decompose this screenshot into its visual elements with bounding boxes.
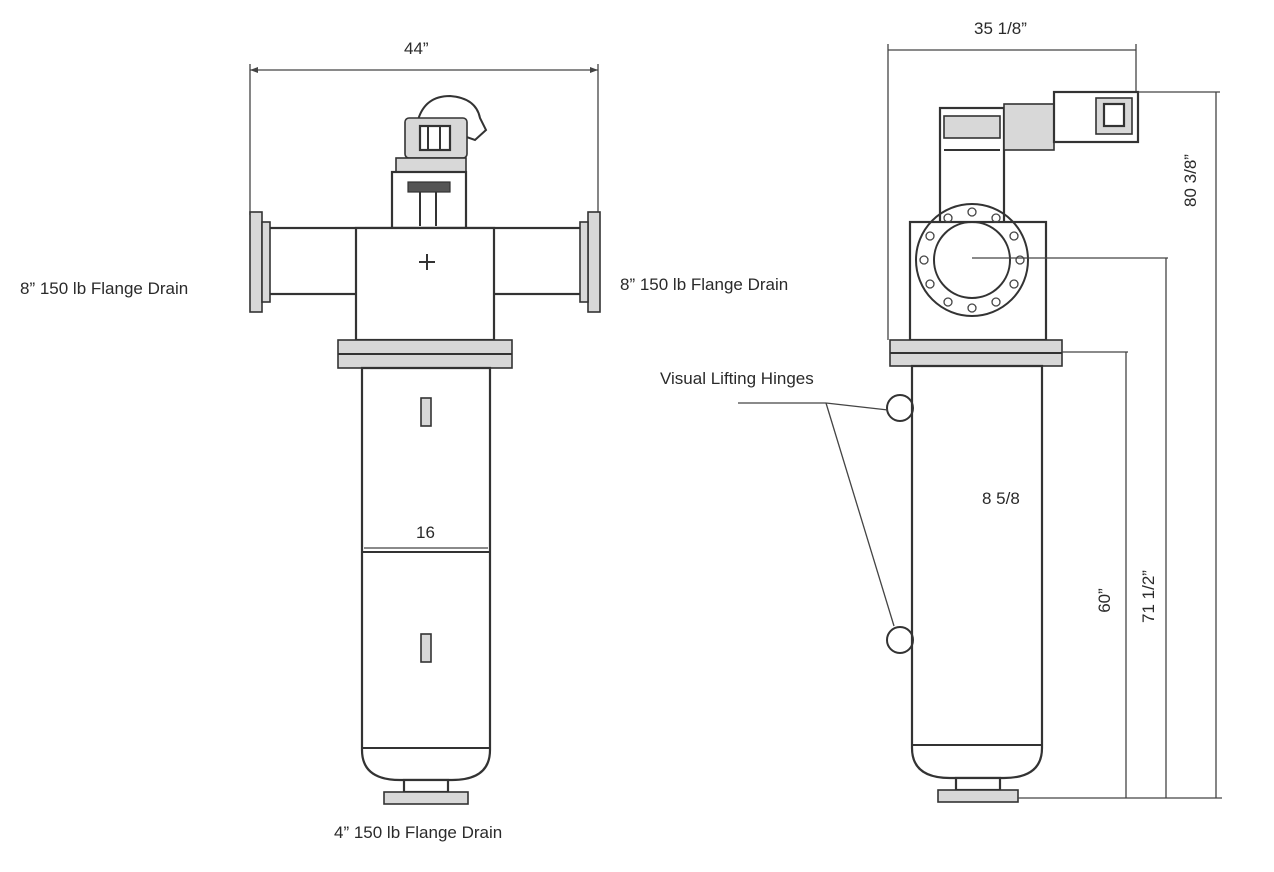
width-dimension-line [249, 64, 599, 215]
total-height-label: 80 3/8” [1180, 154, 1200, 207]
inlet-height-label: 71 1/2” [1138, 570, 1158, 623]
sight-glass-upper [420, 397, 432, 427]
bottom-drain-flange [383, 778, 469, 805]
hinges-label: Visual Lifting Hinges [660, 369, 814, 388]
right-inlet-label: 8” 150 lb Flange Drain [620, 275, 789, 294]
left-inlet-label: 8” 150 lb Flange Drain [20, 279, 189, 298]
depth-dimension-label: 35 1/8” [974, 19, 1027, 38]
vessel-dimension-label: 8 5/8 [982, 489, 1020, 508]
side-view-drawing [738, 44, 1222, 803]
actuator-assembly [390, 94, 488, 230]
bottom-drain-label: 4” 150 lb Flange Drain [334, 823, 503, 842]
flange-height-label: 60” [1094, 588, 1114, 613]
center-mark [419, 254, 435, 270]
filter-head [354, 226, 496, 342]
diameter-dimension-label: 16 [416, 523, 435, 542]
sight-glass-lower [420, 633, 432, 663]
filter-vessel [360, 366, 492, 782]
width-dimension-label: 44” [404, 39, 429, 58]
